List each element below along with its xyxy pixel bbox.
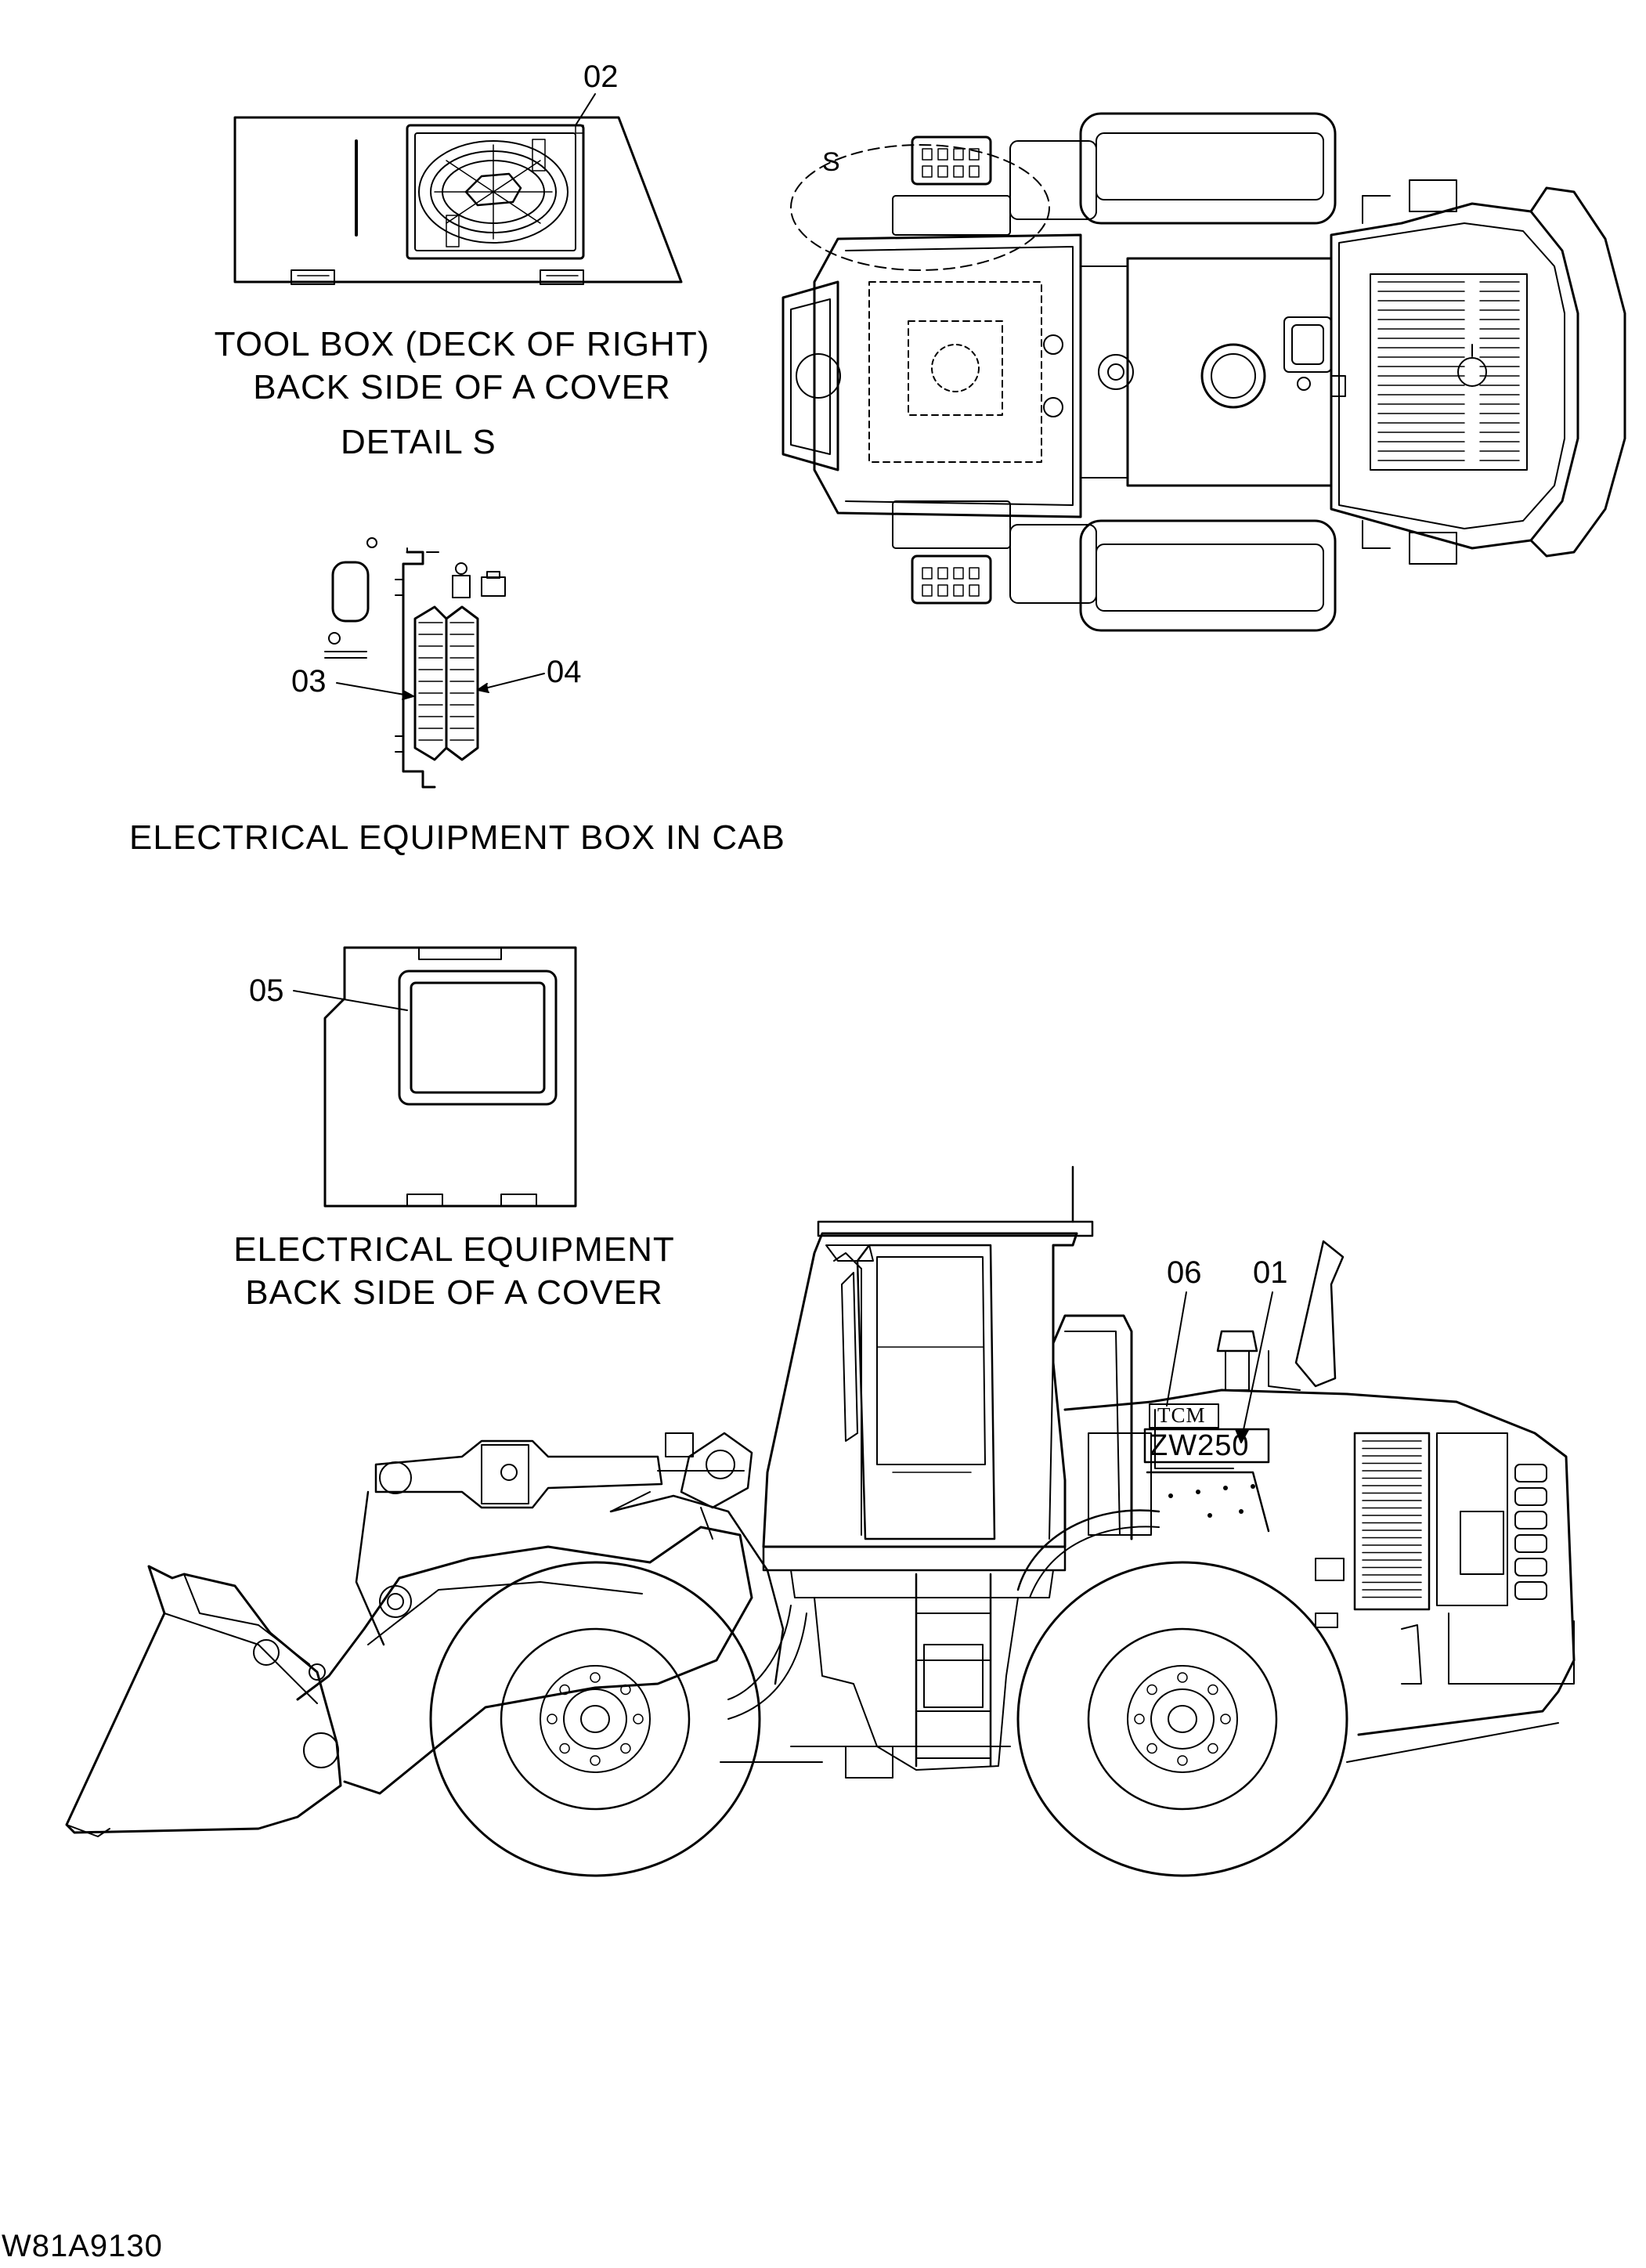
toolbox-caption-line2: BACK SIDE OF A COVER: [253, 368, 671, 406]
detail-s-marker: S: [822, 147, 840, 177]
toolbox-caption: TOOL BOX (DECK OF RIGHT) BACK SIDE OF A …: [211, 323, 713, 409]
callout-03: 03: [291, 664, 327, 699]
electrical-cover-caption: ELECTRICAL EQUIPMENT BACK SIDE OF A COVE…: [219, 1228, 689, 1314]
electrical-cover-drawing: [293, 946, 577, 1208]
electrical-cover-caption-line2: BACK SIDE OF A COVER: [245, 1273, 663, 1312]
toolbox-cover-drawing: [233, 93, 683, 285]
drawing-number: W81A9130: [2, 2229, 163, 2263]
detail-s-caption: DETAIL S: [341, 423, 496, 461]
electrical-cover-caption-line1: ELECTRICAL EQUIPMENT: [233, 1230, 675, 1269]
callout-02: 02: [583, 60, 619, 94]
callout-04: 04: [547, 655, 582, 689]
toolbox-caption-line1: TOOL BOX (DECK OF RIGHT): [214, 325, 710, 363]
loader-side-view: [65, 1165, 1576, 1877]
loader-top-view: [781, 112, 1626, 632]
brand-decal: TCM: [1157, 1403, 1206, 1427]
electrical-box-drawing: [324, 537, 545, 789]
electrical-box-caption: ELECTRICAL EQUIPMENT BOX IN CAB: [129, 818, 785, 857]
callout-06: 06: [1167, 1255, 1202, 1290]
callout-01: 01: [1253, 1255, 1288, 1290]
model-decal: ZW250: [1150, 1429, 1250, 1462]
callout-05: 05: [249, 973, 284, 1008]
